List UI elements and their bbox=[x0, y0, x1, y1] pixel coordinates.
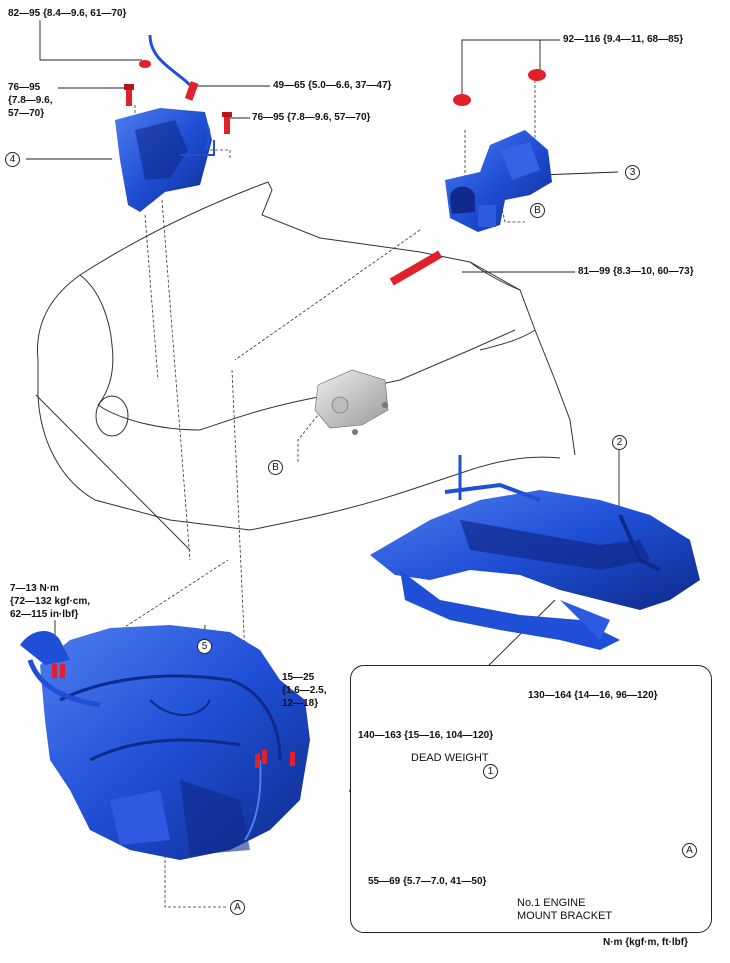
callout-2: 2 bbox=[612, 435, 627, 450]
bracket-label-line2: MOUNT BRACKET bbox=[517, 910, 613, 922]
units-legend: N·m {kgf·m, ft·lbf} bbox=[603, 937, 688, 948]
inset-detail-frame bbox=[350, 665, 712, 933]
front-engine-mount-part3 bbox=[445, 130, 552, 232]
torque-label-t6: 81—99 {8.3—10, 60—73} bbox=[578, 266, 694, 277]
callout-a-engine: A bbox=[230, 900, 245, 915]
torque-label-t2b: {7.8—9.6, bbox=[8, 95, 53, 106]
rear-engine-mount-part4 bbox=[115, 34, 215, 212]
dead-weight-label: DEAD WEIGHT bbox=[411, 752, 489, 764]
torque-label-t8c: 12—18} bbox=[282, 698, 319, 709]
torque-label-t8a: 15—25 bbox=[282, 672, 315, 683]
torque-label-t9: 130—164 {14—16, 96—120} bbox=[528, 690, 658, 701]
torque-label-t2a: 76—95 bbox=[8, 82, 41, 93]
bracket-label-line1: No.1 ENGINE bbox=[517, 897, 586, 909]
torque-label-t1: 82—95 {8.4—9.6, 61—70} bbox=[8, 8, 127, 19]
torque-label-t11: 55—69 {5.7—7.0, 41—50} bbox=[368, 876, 487, 887]
torque-label-t10: 140—163 {15—16, 104—120} bbox=[358, 730, 494, 741]
torque-label-t8b: {1.6—2.5, bbox=[282, 685, 327, 696]
callout-5: 5 bbox=[197, 639, 212, 654]
bolts bbox=[52, 60, 546, 768]
callout-a-inset: A bbox=[682, 843, 697, 858]
torque-label-t7b: {72—132 kgf·cm, bbox=[10, 596, 91, 607]
front-crossmember-part2 bbox=[370, 455, 700, 650]
callout-b-lower: B bbox=[268, 460, 283, 475]
torque-label-t2c: 57—70} bbox=[8, 108, 45, 119]
bolt-icon bbox=[126, 86, 132, 106]
center-mount-gray bbox=[314, 369, 389, 435]
torque-label-t5: 92—116 {9.4—11, 68—85} bbox=[563, 34, 684, 45]
callout-b-upper: B bbox=[530, 203, 545, 218]
nut-icon bbox=[139, 60, 151, 68]
callout-4: 4 bbox=[5, 152, 20, 167]
torque-label-t3: 49—65 {5.0—6.6, 37—47} bbox=[273, 80, 392, 91]
engine-assembly-part5 bbox=[20, 625, 310, 860]
callout-3: 3 bbox=[625, 165, 640, 180]
vehicle-body-outline bbox=[35, 181, 576, 551]
callout-1: 1 bbox=[483, 764, 498, 779]
torque-label-t4: 76—95 {7.8—9.6, 57—70} bbox=[252, 112, 371, 123]
torque-label-t7a: 7—13 N·m bbox=[10, 583, 59, 594]
torque-label-t7c: 62—115 in·lbf} bbox=[10, 609, 79, 620]
